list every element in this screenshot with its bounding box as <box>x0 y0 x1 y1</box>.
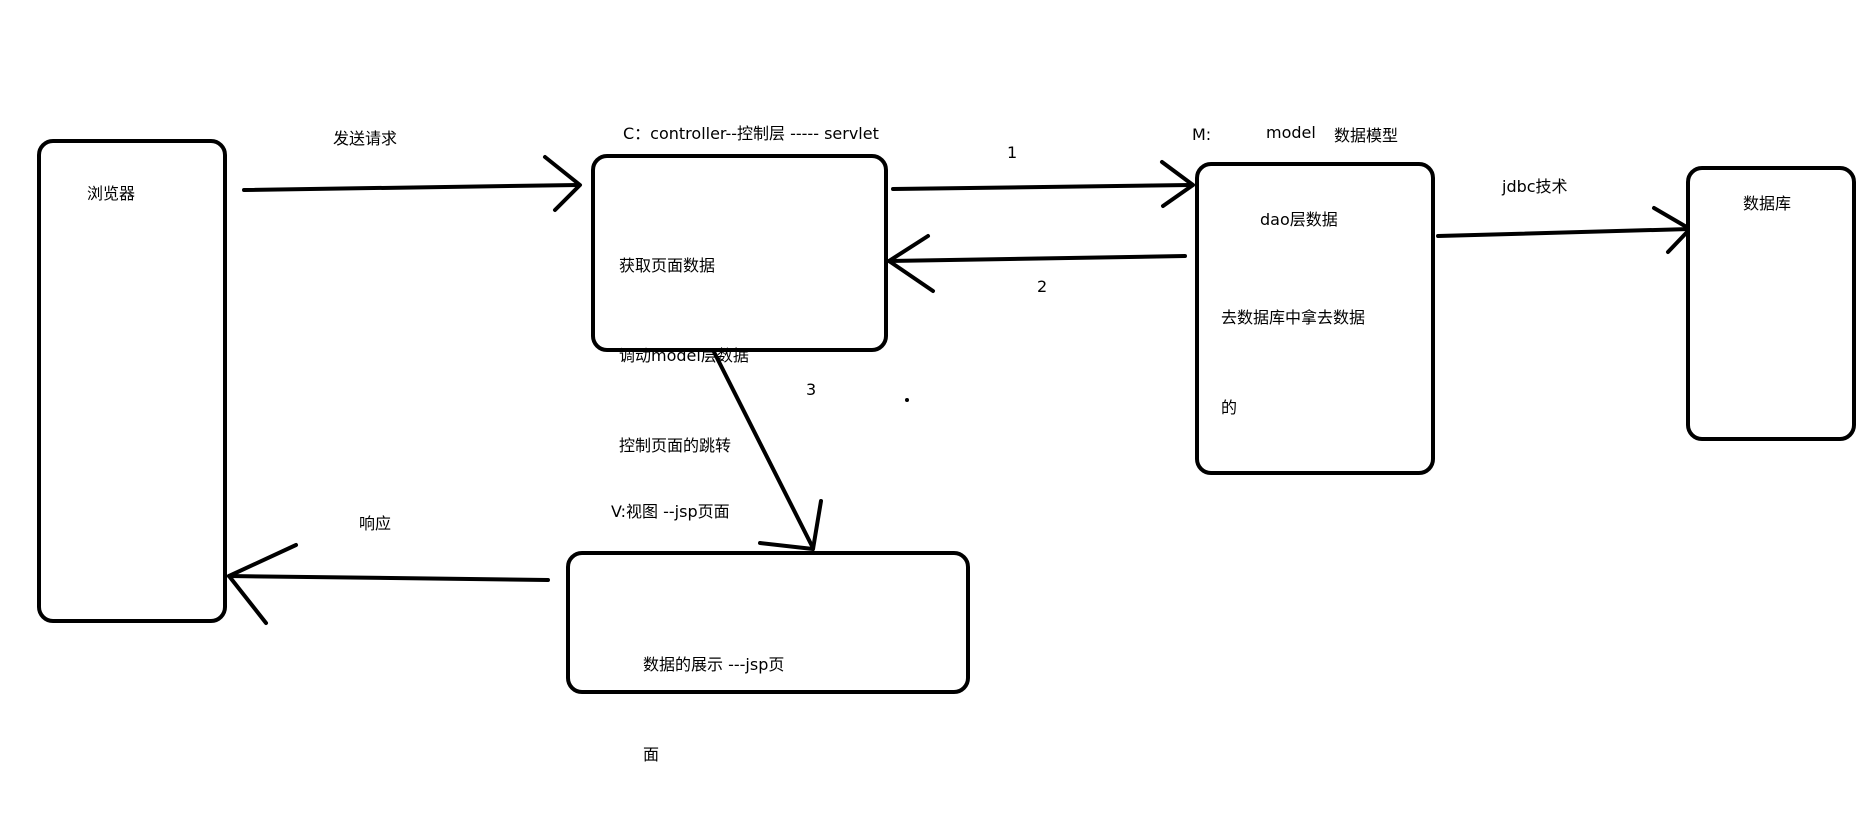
arrow-jdbc <box>1436 206 1692 254</box>
model-line: 的 <box>1221 398 1238 417</box>
controller-line: 调动model层数据 <box>619 346 749 365</box>
view-box: 数据的展示 ---jsp页 面 <box>566 551 970 764</box>
database-label: 数据库 <box>1743 194 1792 213</box>
arrow-response <box>227 543 550 625</box>
controller-content: 获取页面数据 调动model层数据 控制页面的跳转 <box>619 191 749 521</box>
arrow-step-3 <box>712 350 823 551</box>
step-3-label: 3 <box>806 380 817 399</box>
jdbc-label: jdbc技术 <box>1502 177 1568 196</box>
view-line: 面 <box>643 745 660 764</box>
model-line: 去数据库中拿去数据 <box>1221 308 1366 327</box>
arrow-step-1 <box>891 160 1195 208</box>
controller-line: 控制页面的跳转 <box>619 436 732 455</box>
step-2-label: 2 <box>1037 277 1048 296</box>
model-content: 去数据库中拿去数据 的 <box>1221 243 1365 483</box>
browser-label: 浏览器 <box>87 184 136 203</box>
controller-box: 获取页面数据 调动model层数据 控制页面的跳转 <box>591 154 888 455</box>
arrow-step-2 <box>887 234 1187 293</box>
model-title-desc: 数据模型 <box>1334 126 1399 145</box>
model-title-prefix: M: <box>1192 125 1212 144</box>
send-request-label: 发送请求 <box>333 129 398 148</box>
connector-layer <box>227 155 1692 625</box>
view-title: V:视图 --jsp页面 <box>611 502 730 521</box>
browser-box: 浏览器 <box>37 139 227 623</box>
response-label: 响应 <box>359 514 392 533</box>
step-1-label: 1 <box>1007 143 1018 162</box>
controller-title: C：controller--控制层 ----- servlet <box>623 124 879 143</box>
arrow-send-request <box>242 155 582 212</box>
database-box: 数据库 <box>1686 166 1856 441</box>
mvc-diagram: 浏览器 C：controller--控制层 ----- servlet 获取页面… <box>37 123 1856 764</box>
model-box: dao层数据 去数据库中拿去数据 的 <box>1195 162 1435 475</box>
view-line: 数据的展示 ---jsp页 <box>643 655 785 674</box>
dao-title: dao层数据 <box>1260 210 1338 229</box>
model-title-model: model <box>1266 123 1316 142</box>
view-content: 数据的展示 ---jsp页 面 <box>643 590 784 830</box>
stray-dot <box>905 398 909 402</box>
controller-line: 获取页面数据 <box>619 256 716 275</box>
